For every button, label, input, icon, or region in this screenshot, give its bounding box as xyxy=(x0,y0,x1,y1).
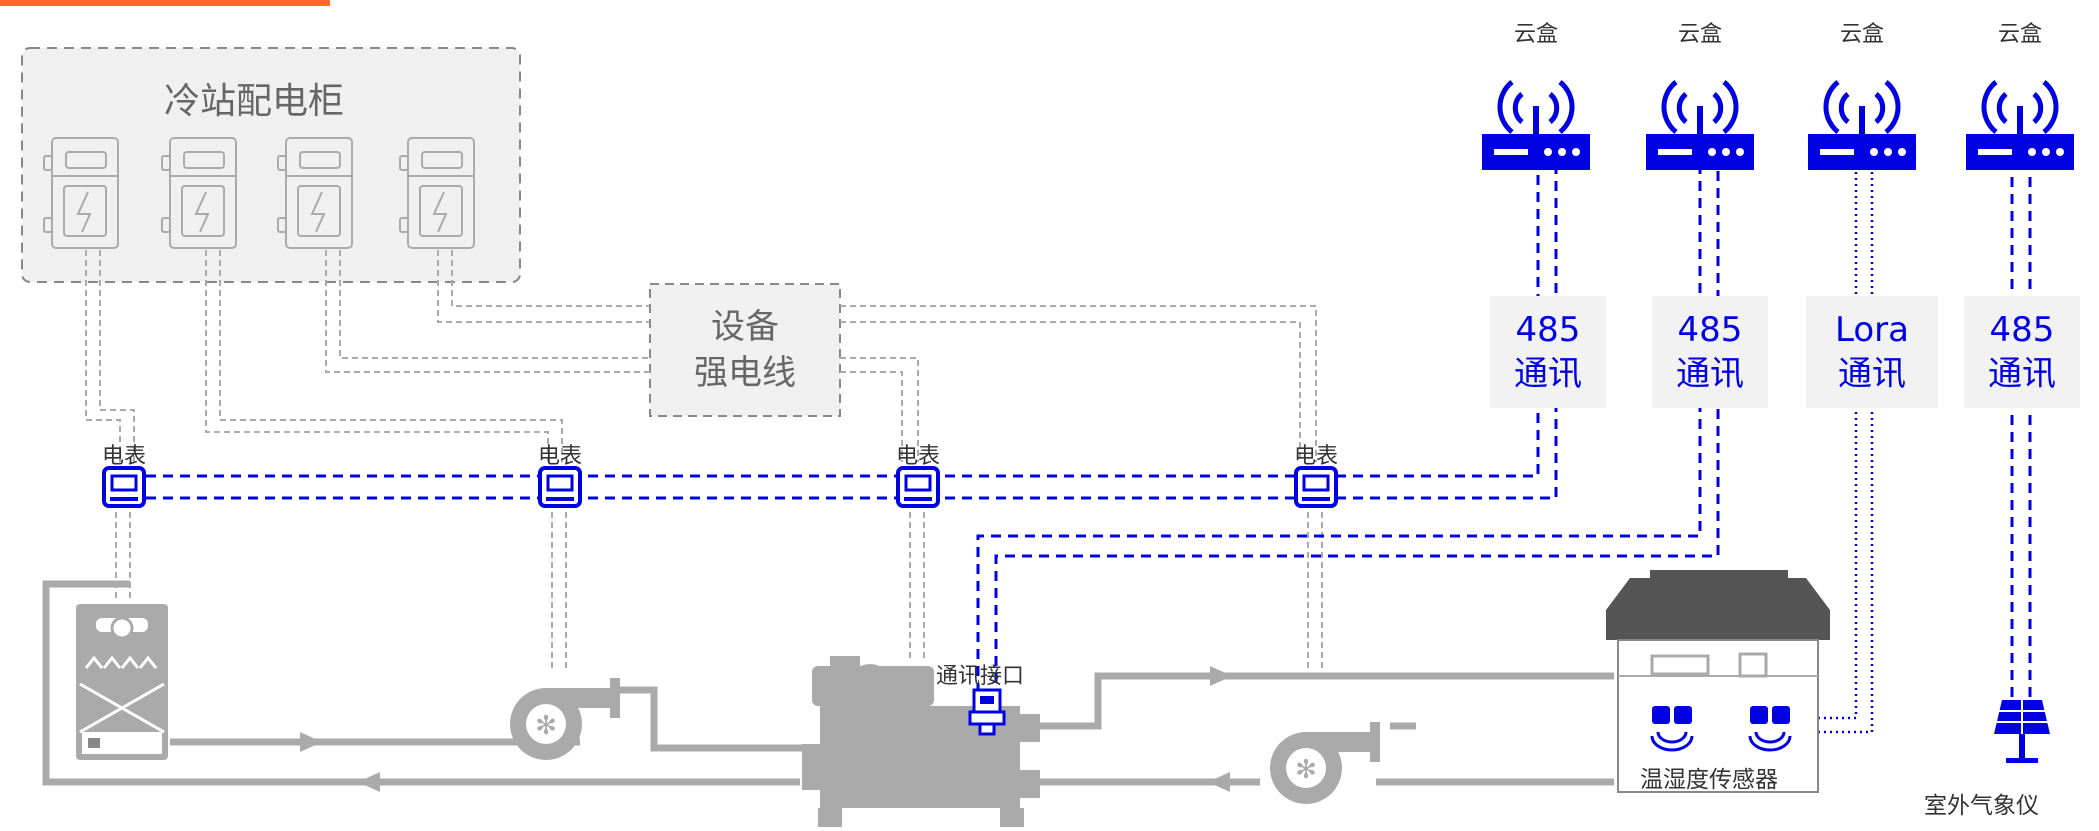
pump-icon: ✻ xyxy=(510,678,620,760)
meter-label: 电表 xyxy=(895,444,940,469)
meter-icon xyxy=(102,466,146,508)
cooling-tower-icon xyxy=(76,604,168,760)
meter-icon xyxy=(538,466,582,508)
thermometer-icon xyxy=(1748,706,1792,752)
sensor-label: 温湿度传感器 xyxy=(1640,767,1778,793)
meter-label: 电表 xyxy=(101,444,146,469)
breaker-icon xyxy=(399,137,475,249)
comm-protocol: 485 xyxy=(1989,310,2055,350)
panel-title: 冷站配电柜 xyxy=(164,81,345,122)
comm-protocol: 485 xyxy=(1515,310,1581,350)
weather-label: 室外气象仪 xyxy=(1924,793,2039,819)
title-fragment xyxy=(0,0,330,6)
breaker-icon xyxy=(277,137,353,249)
flow-arrows xyxy=(300,666,1232,792)
wifi-router-icon xyxy=(1966,80,2074,170)
cloud-box-label: 云盒 xyxy=(1839,22,1884,47)
breaker-icons xyxy=(43,137,475,249)
cloud-box-label: 云盒 xyxy=(1677,22,1722,47)
power-line-title-1: 设备 xyxy=(711,307,779,347)
port-icon xyxy=(968,688,1006,736)
power-line-box xyxy=(649,283,841,417)
comm-text: 通讯 xyxy=(1676,354,1744,394)
comm-text: 通讯 xyxy=(1988,354,2056,394)
breaker-icon xyxy=(43,137,119,249)
power-lines xyxy=(85,250,1323,672)
svg-text:✻: ✻ xyxy=(1295,755,1317,785)
wifi-router-icon xyxy=(1482,80,1590,170)
meter-label: 电表 xyxy=(537,444,582,469)
comm-protocol: Lora xyxy=(1835,310,1909,350)
wifi-router-icons xyxy=(1482,80,2074,170)
chiller-icon xyxy=(802,656,1040,827)
solar-panel-icon xyxy=(1994,700,2050,763)
thermometer-icon xyxy=(1650,706,1694,752)
comm-box-485: 485 通讯 xyxy=(1652,296,1768,408)
comm-text: 通讯 xyxy=(1514,354,1582,394)
comm-port-label: 通讯接口 xyxy=(936,664,1025,689)
meter-label: 电表 xyxy=(1293,444,1338,469)
cloud-box-label: 云盒 xyxy=(1513,22,1558,47)
comm-protocol: 485 xyxy=(1677,310,1743,350)
svg-text:✻: ✻ xyxy=(535,711,557,741)
meter-icon xyxy=(1294,466,1338,508)
distribution-panel xyxy=(21,47,521,283)
wifi-router-icon xyxy=(1646,80,1754,170)
wifi-router-icon xyxy=(1808,80,1916,170)
meter-icons xyxy=(102,466,1338,508)
comm-box-485: 485 通讯 xyxy=(1964,296,2080,408)
ahu-icon xyxy=(1606,570,1830,793)
comm-box-485: 485 通讯 xyxy=(1490,296,1606,408)
meter-icon xyxy=(896,466,940,508)
breaker-icon xyxy=(161,137,237,249)
pump-icon: ✻ xyxy=(1270,722,1380,804)
power-line-title-2: 强电线 xyxy=(694,353,796,393)
cloud-box-label: 云盒 xyxy=(1997,22,2042,47)
comm-text: 通讯 xyxy=(1838,354,1906,394)
sensor-icons xyxy=(1650,706,1792,752)
comm-box-lora: Lora 通讯 xyxy=(1806,296,1938,408)
